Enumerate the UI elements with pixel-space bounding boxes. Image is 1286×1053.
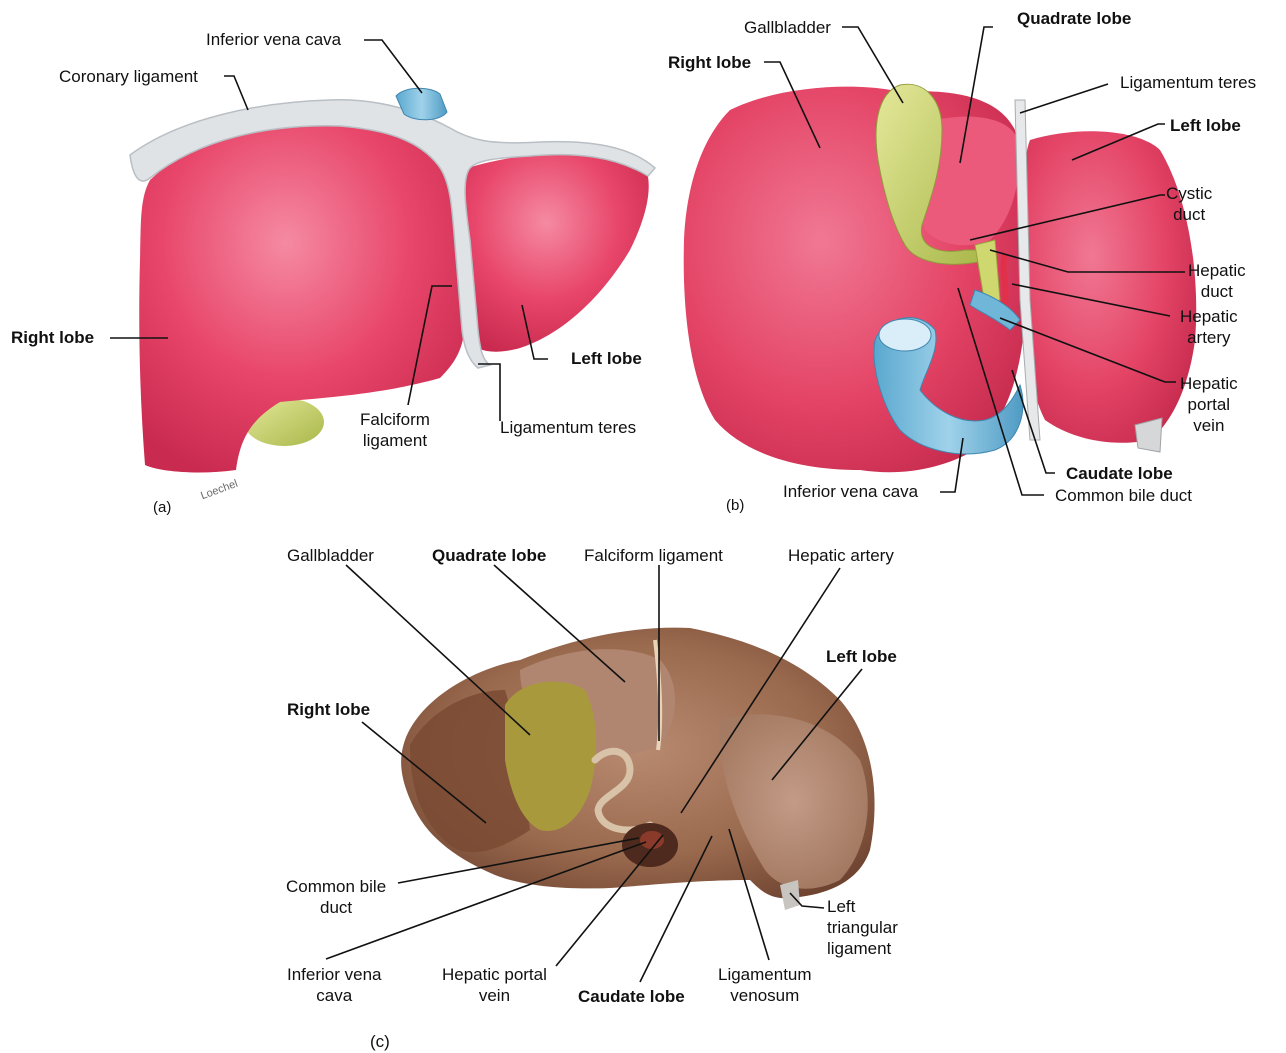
- label-quadrate-lobe-c: Quadrate lobe: [432, 545, 546, 566]
- label-ligamentum-teres-b: Ligamentum teres: [1120, 72, 1256, 93]
- label-caudate-lobe-c: Caudate lobe: [578, 986, 685, 1007]
- label-hepatic-portal-vein-b: Hepatic portal vein: [1180, 373, 1238, 436]
- label-right-lobe-b: Right lobe: [668, 52, 751, 73]
- label-left-lobe-c: Left lobe: [826, 646, 897, 667]
- label-left-lobe-b: Left lobe: [1170, 115, 1241, 136]
- left-lobe-shape-a: [462, 153, 649, 352]
- label-left-triangular-ligament-c: Left triangular ligament: [827, 896, 898, 959]
- ivc-opening-b: [879, 319, 931, 351]
- panel-letter-c: (c): [370, 1031, 390, 1052]
- label-right-lobe-c: Right lobe: [287, 699, 370, 720]
- label-inferior-vena-cava-c: Inferior vena cava: [287, 964, 382, 1006]
- portal-vein-cut-c: [640, 831, 664, 849]
- label-common-bile-duct-c: Common bile duct: [286, 876, 386, 918]
- panel-b-illustration: [684, 84, 1197, 472]
- panel-letter-b: (b): [726, 495, 744, 516]
- label-caudate-lobe-b: Caudate lobe: [1066, 463, 1173, 484]
- panel-c-specimen: [401, 628, 874, 910]
- label-hepatic-artery-b: Hepatic artery: [1180, 306, 1238, 348]
- label-coronary-ligament-a: Coronary ligament: [59, 66, 198, 87]
- hepatic-artery-shape-b: [1003, 255, 1006, 310]
- label-quadrate-lobe-b: Quadrate lobe: [1017, 8, 1131, 29]
- label-ligamentum-venosum-c: Ligamentum venosum: [718, 964, 812, 1006]
- left-triangular-tip-c: [780, 880, 800, 910]
- label-gallbladder-c: Gallbladder: [287, 545, 374, 566]
- label-falciform-ligament-a: Falciform ligament: [360, 409, 430, 451]
- left-lobe-shape-b: [1022, 131, 1197, 443]
- label-hepatic-artery-c: Hepatic artery: [788, 545, 894, 566]
- panel-letter-a: (a): [153, 497, 171, 518]
- label-common-bile-duct-b: Common bile duct: [1055, 485, 1192, 506]
- label-right-lobe-a: Right lobe: [11, 327, 94, 348]
- label-cystic-duct-b: Cystic duct: [1166, 183, 1212, 225]
- label-ligamentum-teres-a: Ligamentum teres: [500, 417, 636, 438]
- label-hepatic-duct-b: Hepatic duct: [1188, 260, 1246, 302]
- label-gallbladder-b: Gallbladder: [744, 17, 831, 38]
- label-inferior-vena-cava-b: Inferior vena cava: [783, 481, 918, 502]
- label-falciform-ligament-c: Falciform ligament: [584, 545, 723, 566]
- label-hepatic-portal-vein-c: Hepatic portal vein: [442, 964, 547, 1006]
- label-inferior-vena-cava-a: Inferior vena cava: [206, 29, 341, 50]
- label-left-lobe-a: Left lobe: [571, 348, 642, 369]
